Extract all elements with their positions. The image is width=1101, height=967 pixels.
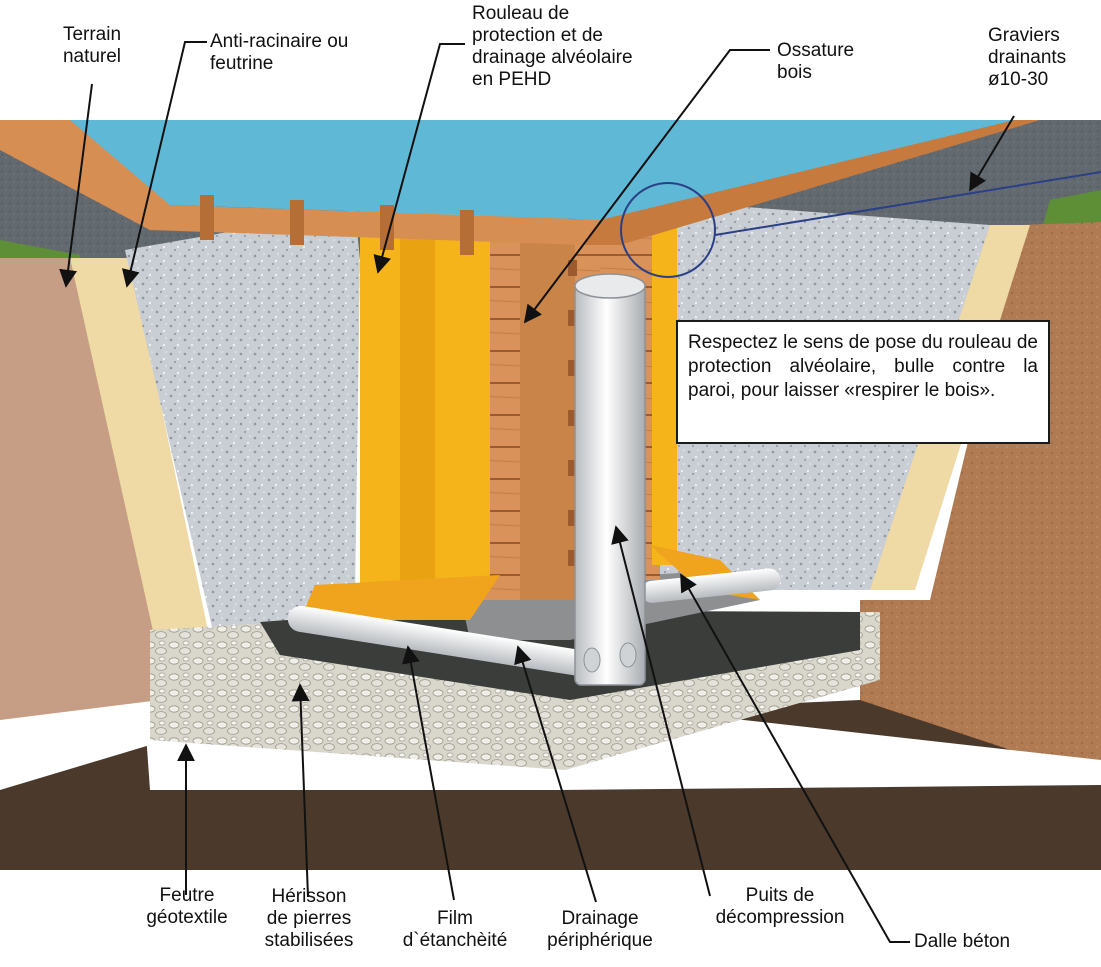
leader-terrain (59, 83, 93, 288)
protection-roll-base-left (300, 575, 500, 620)
label-feutre-geotextile: Feutre géotextile (146, 885, 228, 928)
coping-right (585, 120, 1040, 245)
label-graviers-drainants: Graviers drainants ø10-30 (988, 25, 1067, 90)
leader-rouleau (373, 43, 465, 274)
leader-herisson (291, 683, 310, 898)
drainage-gravel-left (125, 210, 360, 640)
leader-ossature (523, 49, 770, 324)
label-ossature-bois: Ossature bois (777, 40, 855, 83)
coping-left (0, 120, 600, 245)
leader-dalle (680, 573, 910, 943)
leader-anti (121, 41, 207, 288)
label-rouleau-protection: Rouleau de protection et de drainage alv… (472, 3, 633, 90)
detail-line (714, 171, 1101, 236)
coping-joists (200, 195, 474, 255)
decompression-well (574, 273, 646, 686)
label-drainage-peripherique: Drainage périphérique (547, 908, 653, 951)
wood-corner-post (520, 180, 575, 600)
label-terrain-naturel: Terrain naturel (62, 24, 122, 67)
label-anti-racinaire: Anti-racinaire ou feutrine (210, 31, 349, 74)
protection-roll-side (652, 205, 677, 565)
pool-water (60, 120, 1015, 220)
label-puits-decompression: Puits de décompression (715, 885, 845, 928)
leader-puits (611, 525, 711, 897)
installation-note: Respectez le sens de pose du rouleau de … (676, 320, 1050, 444)
label-herisson: Hérisson de pierres stabilisées (264, 886, 354, 951)
leader-graviers (969, 115, 1015, 192)
leader-drainage (514, 645, 597, 903)
label-dalle-beton: Dalle béton (914, 931, 1011, 952)
label-film-etancheite: Film d`étanchèité (402, 908, 508, 951)
leader-film (402, 645, 455, 901)
anti-root-felt-left (70, 258, 210, 640)
detail-circle (620, 182, 716, 278)
protection-roll-fold (400, 205, 435, 580)
